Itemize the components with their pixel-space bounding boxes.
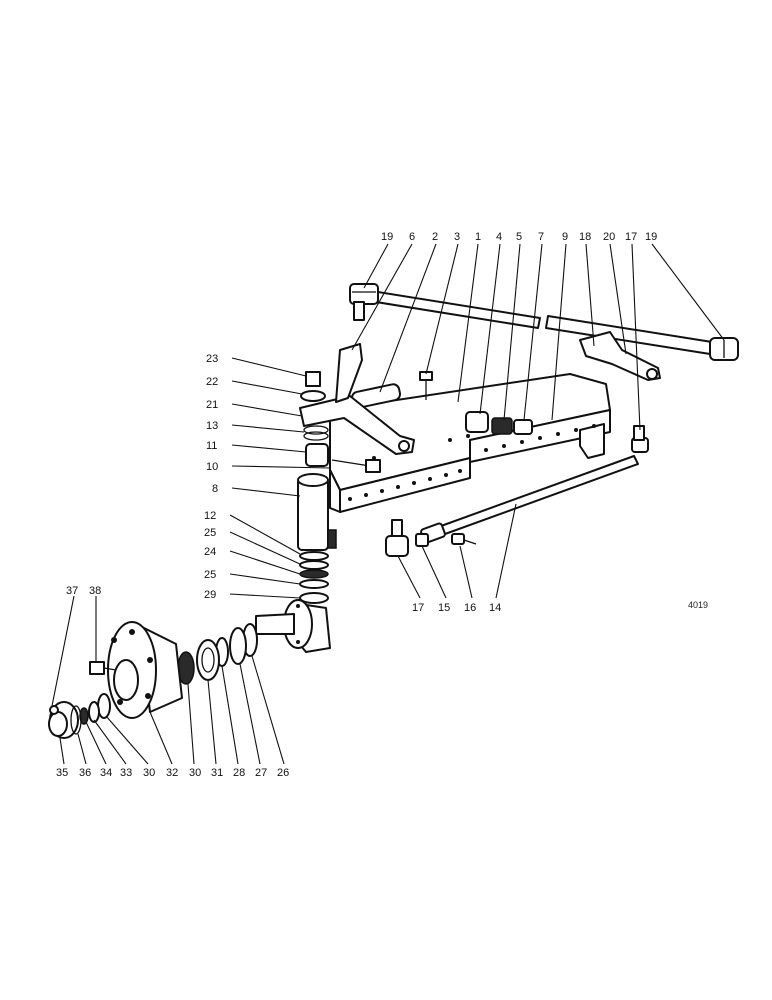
callout-24: 24 [204, 546, 216, 558]
callout-11: 11 [206, 440, 217, 452]
callout-3: 3 [454, 231, 460, 243]
kingpin-housing-8 [297, 473, 337, 551]
bolt-10 [331, 459, 381, 473]
callout-18: 18 [579, 231, 591, 243]
bolt-16 [451, 533, 477, 545]
callout-13: 13 [206, 420, 218, 432]
callouts-top: 19 6 2 3 1 4 5 7 9 18 17 19 20 [381, 231, 657, 243]
stud-38 [89, 661, 117, 675]
callout-32: 32 [166, 767, 178, 779]
clamp-15 [415, 533, 429, 547]
callout-29: 29 [204, 589, 216, 601]
callout-4: 4 [496, 231, 502, 243]
bushing-4-5 [465, 411, 533, 435]
kingpin-washers [299, 551, 329, 604]
beam-holes [348, 424, 596, 501]
callout-8: 8 [212, 483, 218, 495]
callout-6: 6 [409, 231, 415, 243]
callout-12: 12 [204, 510, 216, 522]
bearing-30-inner [196, 639, 220, 681]
callout-19: 19 [645, 231, 657, 243]
nut-34 [79, 707, 89, 725]
bolt-37 [49, 705, 59, 715]
washer-33 [88, 701, 100, 723]
callout-25: 25 [204, 527, 216, 539]
callout-34: 34 [100, 767, 112, 779]
callout-2: 2 [432, 231, 438, 243]
bushing-11 [305, 443, 329, 467]
callout-36: 36 [79, 767, 91, 779]
callout-22: 22 [206, 376, 218, 388]
spring-13 [303, 425, 329, 441]
callout-5: 5 [516, 231, 522, 243]
callout-19: 19 [381, 231, 393, 243]
callout-26: 26 [277, 767, 289, 779]
tie-rod-end-17-left [385, 519, 409, 557]
callout-25: 25 [204, 569, 216, 581]
callouts-left: 23 22 21 13 11 10 8 12 25 24 25 29 [204, 353, 218, 601]
callout-31: 31 [211, 767, 223, 779]
steering-arm-21 [299, 343, 415, 455]
callout-35: 35 [56, 767, 68, 779]
leader-lines [51, 243, 725, 765]
ball-joint-19-right [709, 337, 739, 361]
bolt-23 [305, 371, 321, 387]
callout-14: 14 [489, 602, 501, 614]
figure-number: 4019 [688, 600, 708, 610]
wheel-hub-32 [107, 621, 183, 719]
callout-20: 20 [603, 231, 615, 243]
callout-30: 30 [189, 767, 201, 779]
callouts-tierod: 17 15 16 14 [412, 602, 501, 614]
callout-30: 30 [143, 767, 155, 779]
washer-28 [229, 627, 247, 665]
callout-16: 16 [464, 602, 476, 614]
callout-10: 10 [206, 461, 218, 473]
callout-28: 28 [233, 767, 245, 779]
callout-23: 23 [206, 353, 218, 365]
callout-15: 15 [438, 602, 450, 614]
callouts-hub: 37 38 35 36 34 33 30 32 30 31 28 27 26 [56, 585, 289, 779]
callout-9: 9 [562, 231, 568, 243]
gasket-36 [70, 705, 82, 735]
drag-link-18 [375, 291, 713, 355]
tie-rod-end-17-right [631, 425, 649, 453]
callout-7: 7 [538, 231, 544, 243]
washer-22 [300, 390, 326, 402]
callout-17: 17 [625, 231, 637, 243]
callout-1: 1 [475, 231, 481, 243]
callout-27: 27 [255, 767, 267, 779]
ball-joint-19-left [349, 283, 379, 321]
steering-arm-20 [579, 331, 661, 381]
callout-38: 38 [89, 585, 101, 597]
stub-axle-26 [255, 599, 331, 653]
callout-17: 17 [412, 602, 424, 614]
callout-37: 37 [66, 585, 78, 597]
callout-21: 21 [206, 399, 218, 411]
tie-rod-14 [420, 455, 639, 544]
callout-33: 33 [120, 767, 132, 779]
